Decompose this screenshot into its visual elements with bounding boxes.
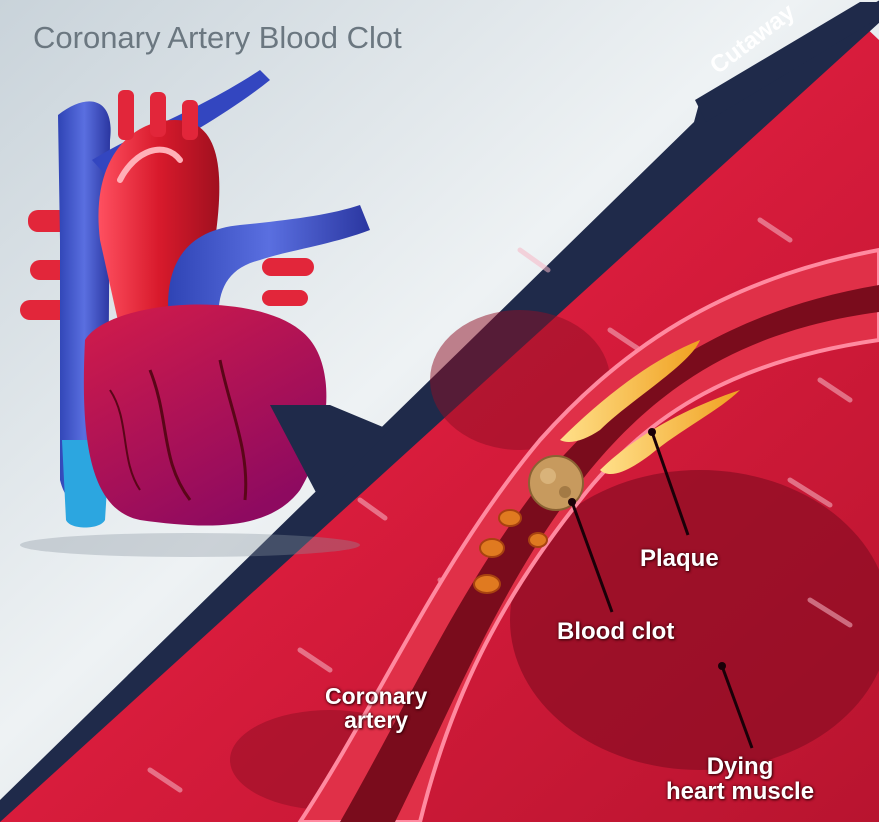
blood-clot-texture	[540, 468, 556, 484]
plaque-marker	[648, 428, 656, 436]
label-blood-clot: Blood clot	[557, 619, 674, 644]
blood-clot-texture	[559, 486, 571, 498]
muscle-marker	[718, 662, 726, 670]
label-dying-line2: heart muscle	[666, 779, 814, 804]
label-dying-line1: Dying	[666, 754, 814, 779]
diagram-title: Coronary Artery Blood Clot	[33, 20, 402, 56]
clot-marker	[568, 498, 576, 506]
label-coronary-line2: artery	[325, 708, 427, 732]
label-coronary-line1: Coronary	[325, 684, 427, 708]
label-dying-heart-muscle: Dying heart muscle	[666, 754, 814, 804]
label-plaque: Plaque	[640, 546, 719, 571]
label-coronary-artery: Coronary artery	[325, 684, 427, 732]
